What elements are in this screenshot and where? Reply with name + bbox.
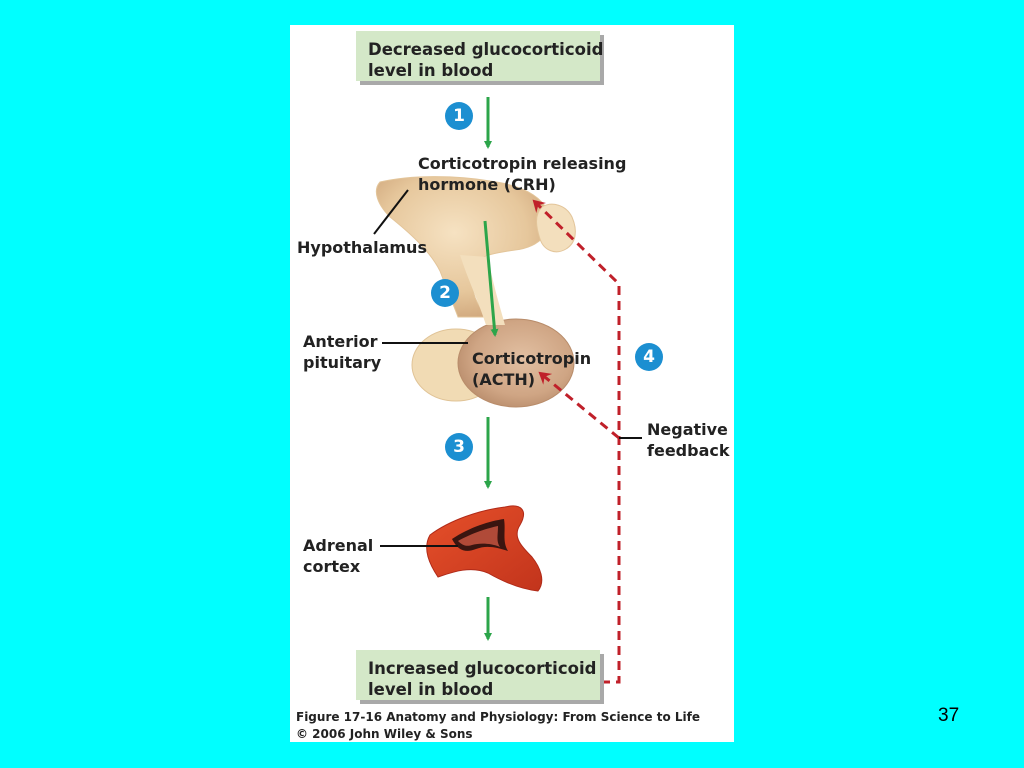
anterior-pituitary-label: Anterior pituitary xyxy=(303,332,382,372)
step-1-badge: 1 xyxy=(445,102,473,130)
decreased-line-1: Decreased glucocorticoid xyxy=(368,40,604,59)
pituitary-gland-shape xyxy=(457,318,575,408)
increased-glucocorticoid-box: Increased glucocorticoid level in blood xyxy=(356,650,600,700)
page-number: 37 xyxy=(938,705,960,726)
increased-line-2: level in blood xyxy=(368,680,494,699)
caption-line-2: © 2006 John Wiley & Sons xyxy=(296,727,473,741)
leader-hypothalamus xyxy=(373,189,409,235)
adrenal-cortex-shape xyxy=(426,505,543,592)
stimulus-arrows xyxy=(483,97,499,641)
decreased-line-2: level in blood xyxy=(368,61,494,80)
hypothalamus-label: Hypothalamus xyxy=(297,238,427,257)
feedback-branch-acth xyxy=(538,371,620,440)
negative-feedback-label: Negative feedback xyxy=(647,420,730,460)
diagram-artwork xyxy=(373,97,642,684)
crh-label: Corticotropin releasing hormone (CRH) xyxy=(418,154,627,194)
hypothalamus-right-lobe xyxy=(536,203,576,253)
caption-line-1: Figure 17-16 Anatomy and Physiology: Fro… xyxy=(296,710,700,724)
adrenal-cortex-label: Adrenal cortex xyxy=(303,536,374,576)
step-3-badge: 3 xyxy=(445,433,473,461)
increased-line-1: Increased glucocorticoid xyxy=(368,659,597,678)
arrow-step-2 xyxy=(483,220,499,337)
figure-panel: Decreased glucocorticoid level in blood … xyxy=(290,25,734,742)
acth-label: Corticotropin (ACTH) xyxy=(472,349,592,389)
feedback-path xyxy=(532,199,621,684)
step-2-badge: 2 xyxy=(431,279,459,307)
adrenal-medulla xyxy=(458,526,500,547)
step-4-badge: 4 xyxy=(635,343,663,371)
feedback-loop-line xyxy=(532,199,621,684)
decreased-glucocorticoid-box: Decreased glucocorticoid level in blood xyxy=(356,31,604,81)
figure-caption: Figure 17-16 Anatomy and Physiology: Fro… xyxy=(296,709,700,743)
